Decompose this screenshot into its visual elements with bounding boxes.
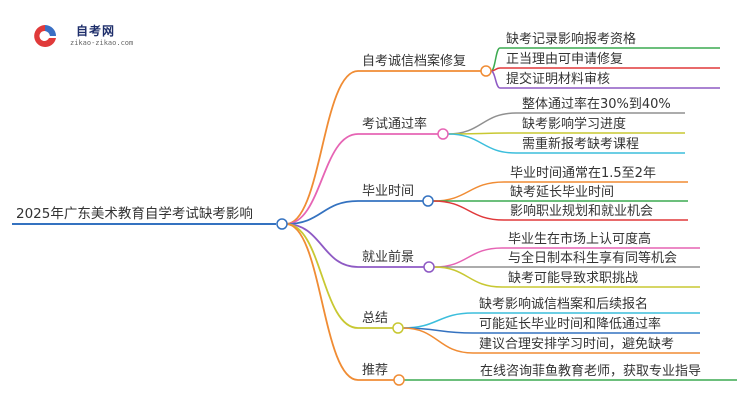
branch-label: 自考诚信档案修复: [362, 54, 466, 69]
branch-label: 考试通过率: [362, 116, 427, 132]
logo-mark-icon: [34, 25, 56, 47]
leaf-label: 可能延长毕业时间和降低通过率: [479, 316, 661, 332]
leaf-label: 毕业生在市场上认可度高: [508, 231, 651, 247]
root-topic: 2025年广东美术教育自学考试缺考影响: [16, 206, 253, 222]
branch-label: 就业前景: [362, 249, 414, 265]
child-connector: [433, 266, 503, 288]
branch-label: 毕业时间: [362, 184, 414, 199]
branch-node: [393, 374, 405, 386]
root-branch-connector: [285, 133, 359, 225]
branch-node: [392, 322, 404, 334]
leaf-label: 与全日制本科生享有同等机会: [508, 250, 677, 266]
child-connector: [447, 112, 517, 135]
leaf-label: 正当理由可申请修复: [506, 52, 623, 67]
site-logo[interactable]: 自考网 zikao-zikao.com: [30, 20, 140, 52]
leaf-label: 在线咨询菲鱼教育老师，获取专业指导: [480, 363, 701, 379]
leaf-label: 缺考记录影响报考资格: [506, 31, 636, 47]
root-branch-connector: [285, 223, 359, 329]
branch-node: [437, 128, 449, 140]
branch-node: [422, 195, 434, 207]
leaf-label: 缺考延长毕业时间: [510, 185, 614, 200]
leaf-label: 需重新报考缺考课程: [522, 136, 639, 152]
child-connector: [490, 70, 501, 89]
branch-node: [480, 65, 492, 77]
root-branch-connector: [285, 70, 359, 225]
child-connector: [432, 181, 505, 202]
child-connector: [447, 133, 517, 154]
leaf-label: 建议合理安排学习时间，避免缺考: [479, 336, 674, 352]
logo-title: 自考网: [76, 24, 116, 38]
child-connector: [402, 327, 474, 354]
branch-label: 推荐: [362, 363, 388, 378]
leaf-label: 提交证明材料审核: [506, 71, 610, 87]
branch-node: [423, 261, 435, 273]
leaf-label: 毕业时间通常在1.5至2年: [510, 166, 656, 181]
root-node: [276, 218, 288, 230]
root-branch-connector: [285, 223, 359, 268]
child-connector: [432, 200, 505, 221]
root-branch-connector: [285, 200, 359, 225]
logo-subtitle: zikao-zikao.com: [70, 39, 134, 47]
root-branch-connector: [285, 223, 359, 381]
child-connector: [402, 312, 474, 329]
leaf-label: 缺考影响诚信档案和后续报名: [479, 296, 648, 312]
leaf-label: 整体通过率在30%到40%: [522, 96, 671, 112]
leaf-label: 影响职业规划和就业机会: [510, 203, 653, 219]
child-connector: [433, 247, 503, 268]
leaf-label: 缺考可能导致求职挑战: [508, 271, 638, 286]
leaf-label: 缺考影响学习进度: [522, 116, 626, 132]
branch-label: 总结: [362, 311, 388, 326]
